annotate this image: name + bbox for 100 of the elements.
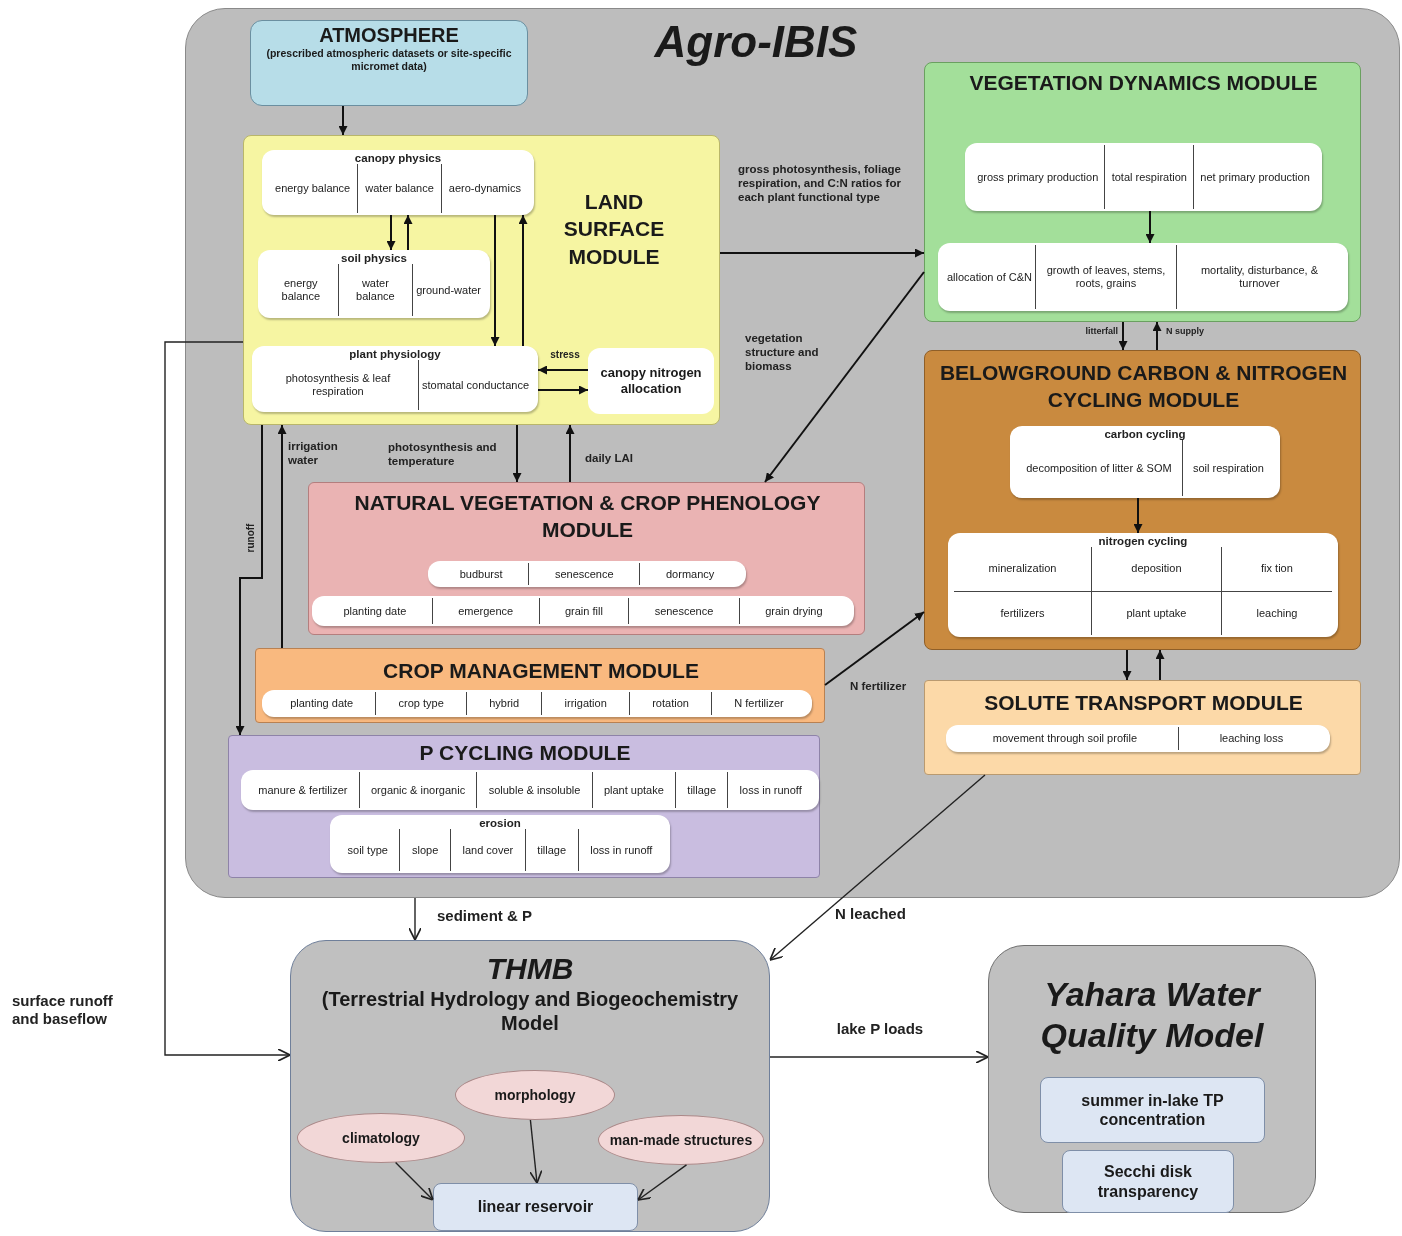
- item-label: soil respiration: [1192, 461, 1264, 475]
- arrow: [769, 1050, 989, 1064]
- box-title: THMB: [486, 951, 574, 987]
- item-panel: [312, 596, 854, 626]
- panel-heading: soil physics: [340, 252, 408, 264]
- arrow: [164, 341, 291, 1062]
- item-label: fertilizers: [1000, 606, 1045, 620]
- item-label: planting date: [290, 697, 354, 710]
- item-panel: [946, 725, 1330, 752]
- item-label: aero-dynamics: [448, 182, 521, 195]
- item-label: growth of leaves, stems, roots, grains: [1045, 264, 1167, 290]
- module-title: P CYCLING MODULE: [418, 740, 632, 766]
- process-box: [588, 348, 714, 414]
- box-label: canopy nitrogen allocation: [599, 365, 703, 397]
- arrow: [403, 214, 413, 251]
- box-label: linear reservoir: [477, 1197, 594, 1217]
- edge-label: N leached: [835, 905, 907, 923]
- item-panel: [948, 533, 1338, 637]
- item-label: senescence: [554, 567, 614, 581]
- arrow: [277, 424, 287, 649]
- process-box: [290, 940, 770, 1232]
- item-label: total respiration: [1111, 170, 1187, 184]
- item-label: water balance: [365, 182, 434, 195]
- edge-label: photosynthesis and temperature: [388, 441, 498, 469]
- module-box: [255, 648, 825, 723]
- item-panel: [252, 346, 538, 412]
- item-label: stomatal conductance: [422, 378, 529, 392]
- box-label: (prescribed atmospheric datasets or site-specific micromet data): [265, 47, 513, 73]
- item-label: senescence: [654, 604, 714, 618]
- arrow: [512, 424, 522, 483]
- arrow: [824, 611, 925, 686]
- item-label: soluble & insoluble: [488, 783, 581, 797]
- module-box: [924, 350, 1361, 650]
- box-label: climatology: [342, 1129, 420, 1147]
- item-label: budburst: [459, 567, 503, 581]
- arrow: [1155, 649, 1165, 681]
- arrow: [518, 214, 528, 347]
- edge-label: gross photosynthesis, foliage respiration, and C:N ratios for each plant functional type: [738, 163, 902, 205]
- edge-label: sediment & P: [437, 907, 534, 925]
- item-label: grain drying: [765, 604, 823, 618]
- module-title: NATURAL VEGETATION & CROP PHENOLOGY MODULE: [353, 490, 822, 544]
- item-label: deposition: [1131, 562, 1182, 576]
- item-label: decomposition of litter & SOM: [1026, 461, 1172, 475]
- box-label: Secchi disk transparency: [1096, 1162, 1200, 1201]
- box-label: summer in-lake TP concentration: [1080, 1090, 1225, 1130]
- process-box: [433, 1183, 638, 1231]
- model-frame: [185, 8, 1400, 898]
- module-box: [228, 735, 820, 878]
- item-label: organic & inorganic: [371, 783, 466, 797]
- panel-heading: carbon cycling: [1103, 428, 1187, 440]
- box-label: morphology: [494, 1086, 576, 1104]
- item-panel: [938, 243, 1348, 311]
- item-label: mineralization: [988, 562, 1057, 576]
- edge-label: surface runoff and baseflow: [12, 992, 114, 1028]
- edge-label: N supply: [1166, 326, 1205, 337]
- arrow: [528, 1119, 543, 1184]
- module-title: VEGETATION DYNAMICS MODULE: [968, 70, 1319, 96]
- item-label: allocation of C&N: [947, 270, 1032, 284]
- box-title: ATMOSPHERE: [319, 23, 459, 47]
- edge-label: stress: [549, 349, 581, 361]
- item-label: movement through soil profile: [992, 732, 1138, 745]
- box-label: Yahara Water Quality Model: [1039, 974, 1265, 1056]
- item-panel: [262, 690, 812, 717]
- item-label: plant uptake: [603, 783, 664, 797]
- model-title: Agro-IBIS: [653, 16, 859, 68]
- edge-label: runoff: [245, 522, 257, 555]
- arrow: [1152, 321, 1162, 351]
- edge-label: irrigation water: [288, 440, 339, 468]
- item-panel: [262, 150, 534, 215]
- item-label: ground-water: [416, 283, 481, 297]
- item-label: gross primary production: [977, 170, 1099, 184]
- arrow: [719, 248, 925, 258]
- item-label: tillage: [537, 843, 567, 857]
- arrow: [394, 1161, 434, 1201]
- box-label: (Terrestrial Hydrology and Biogeochemistry Model: [320, 987, 740, 1035]
- arrow: [537, 385, 589, 395]
- box-label: man-made structures: [609, 1131, 753, 1149]
- arrow: [769, 774, 986, 961]
- arrow: [1118, 321, 1128, 351]
- process-box: [988, 945, 1316, 1213]
- item-label: mortality, disturbance, & turnover: [1199, 264, 1320, 290]
- module-title: SOLUTE TRANSPORT MODULE: [983, 690, 1304, 716]
- module-title: CROP MANAGEMENT MODULE: [382, 658, 700, 684]
- arrow: [764, 271, 925, 483]
- item-label: irrigation: [564, 697, 607, 710]
- arrow: [338, 105, 348, 136]
- arrow: [1133, 497, 1143, 534]
- arrow: [1122, 649, 1132, 681]
- item-label: water balance: [355, 277, 396, 303]
- item-label: soil type: [347, 843, 388, 857]
- item-label: fix tion: [1261, 562, 1293, 576]
- item-label: energy balance: [275, 182, 351, 195]
- module-title: BELOWGROUND CARBON & NITROGEN CYCLING MODULE: [938, 360, 1349, 414]
- item-label: slope: [412, 843, 439, 857]
- edge-label: lake P loads: [835, 1020, 925, 1038]
- process-box: [1040, 1077, 1265, 1143]
- panel-heading: canopy physics: [353, 152, 443, 164]
- panel-heading: plant physiology: [348, 348, 442, 360]
- module-title: LAND SURFACE MODULE: [562, 189, 666, 270]
- item-label: grain fill: [564, 604, 603, 618]
